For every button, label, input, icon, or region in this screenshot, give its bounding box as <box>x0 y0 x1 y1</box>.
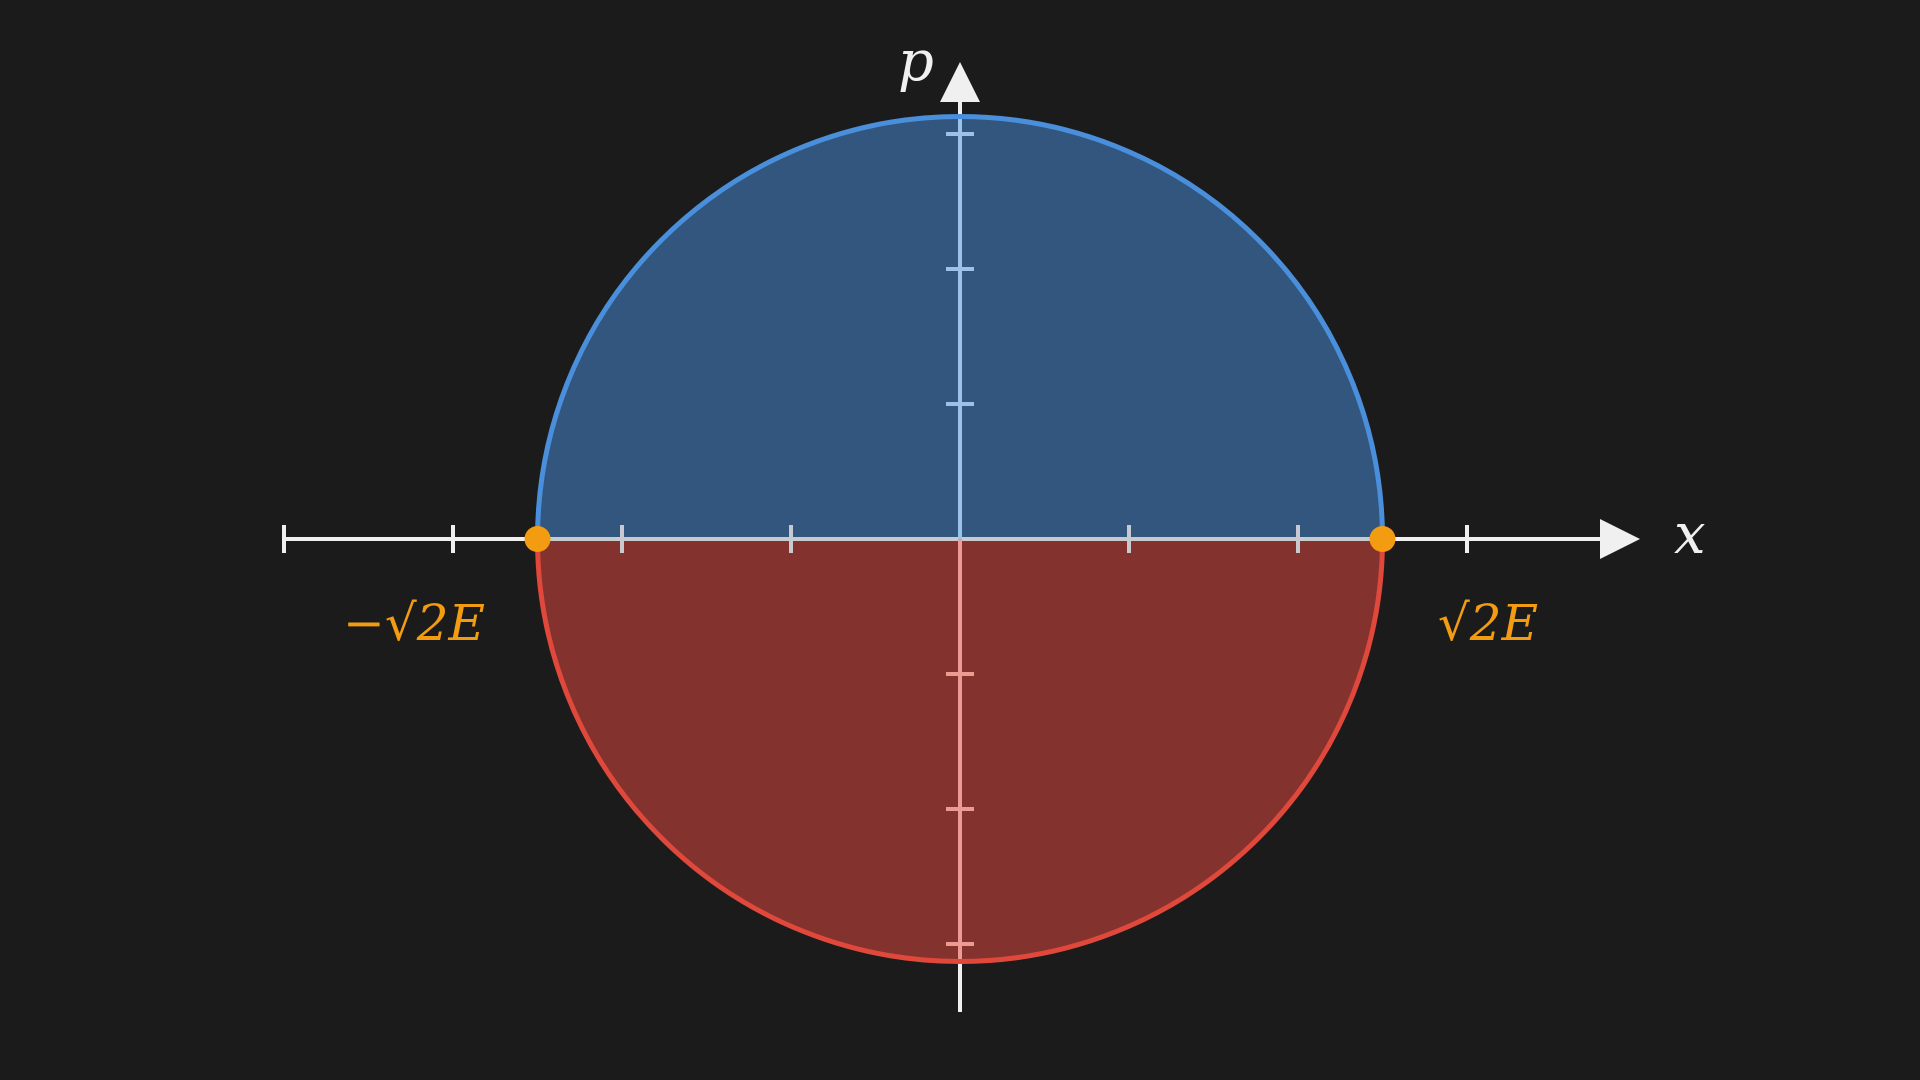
x-axis-arrowhead-icon <box>1600 519 1640 559</box>
x-axis-ticks <box>282 525 1469 553</box>
p-axis-arrowhead-icon <box>940 62 980 102</box>
left-turning-point-label: −√2E <box>343 594 485 652</box>
p-axis-ticks <box>946 132 974 946</box>
right-turning-point-label: √2E <box>1438 594 1538 652</box>
lower-half-arc <box>535 538 1385 964</box>
right-turning-point <box>1369 526 1396 552</box>
left-turning-point <box>524 526 551 552</box>
upper-half-arc <box>535 114 1385 540</box>
p-axis-label: p <box>898 29 934 94</box>
x-axis-label: x <box>1674 502 1706 567</box>
